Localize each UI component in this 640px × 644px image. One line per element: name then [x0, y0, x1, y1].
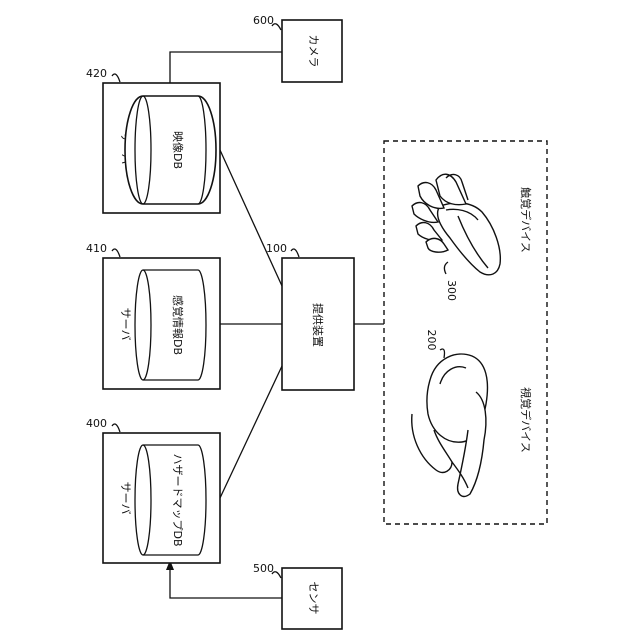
server-420: 420 サーバ 映像DB	[86, 67, 220, 213]
provider-device: 100 提供装置	[266, 242, 354, 390]
camera-ref: 600	[253, 14, 274, 27]
provider-leader	[291, 249, 299, 257]
hazard-db-label: ハザードマップDB	[171, 453, 184, 546]
server-410-label: サーバ	[119, 308, 132, 341]
camera: 600 カメラ	[253, 14, 342, 82]
video-db-label: 映像DB	[171, 131, 184, 169]
provider-ref: 100	[266, 242, 287, 255]
server-400-label: サーバ	[119, 482, 132, 515]
visual-leader	[440, 349, 445, 358]
link-server420-provider	[220, 150, 282, 286]
server-420-ref: 420	[86, 67, 107, 80]
tactile-ref: 300	[445, 280, 458, 301]
visual-label: 視覚デバイス	[519, 387, 533, 453]
sensor: 500 センサ	[253, 562, 342, 629]
tactile-device: 300 触覚デバイス	[412, 174, 533, 301]
server-410: 410 サーバ 感覚情報DB	[86, 242, 220, 389]
visual-device: 200 視覚デバイス	[412, 330, 533, 497]
sensor-label: センサ	[307, 582, 320, 615]
provider-label: 提供装置	[311, 303, 325, 347]
camera-label: カメラ	[307, 35, 320, 68]
server-410-leader	[112, 249, 120, 257]
sensory-db-label: 感覚情報DB	[171, 295, 184, 355]
server-400-leader	[112, 424, 120, 432]
headset-icon	[412, 354, 488, 496]
server-400-ref: 400	[86, 417, 107, 430]
server-420-leader	[112, 74, 120, 82]
link-server400-provider	[220, 366, 282, 498]
tactile-leader	[444, 262, 448, 274]
visual-ref: 200	[425, 330, 438, 351]
server-410-ref: 410	[86, 242, 107, 255]
sensory-db-cylinder	[135, 270, 206, 380]
sensor-ref: 500	[253, 562, 274, 575]
hazard-db-cylinder	[135, 445, 206, 555]
video-db-cylinder	[125, 96, 216, 204]
server-400: 400 サーバ ハザードマップDB	[86, 417, 220, 563]
glove-icon	[412, 174, 500, 275]
tactile-label: 触覚デバイス	[519, 187, 533, 253]
